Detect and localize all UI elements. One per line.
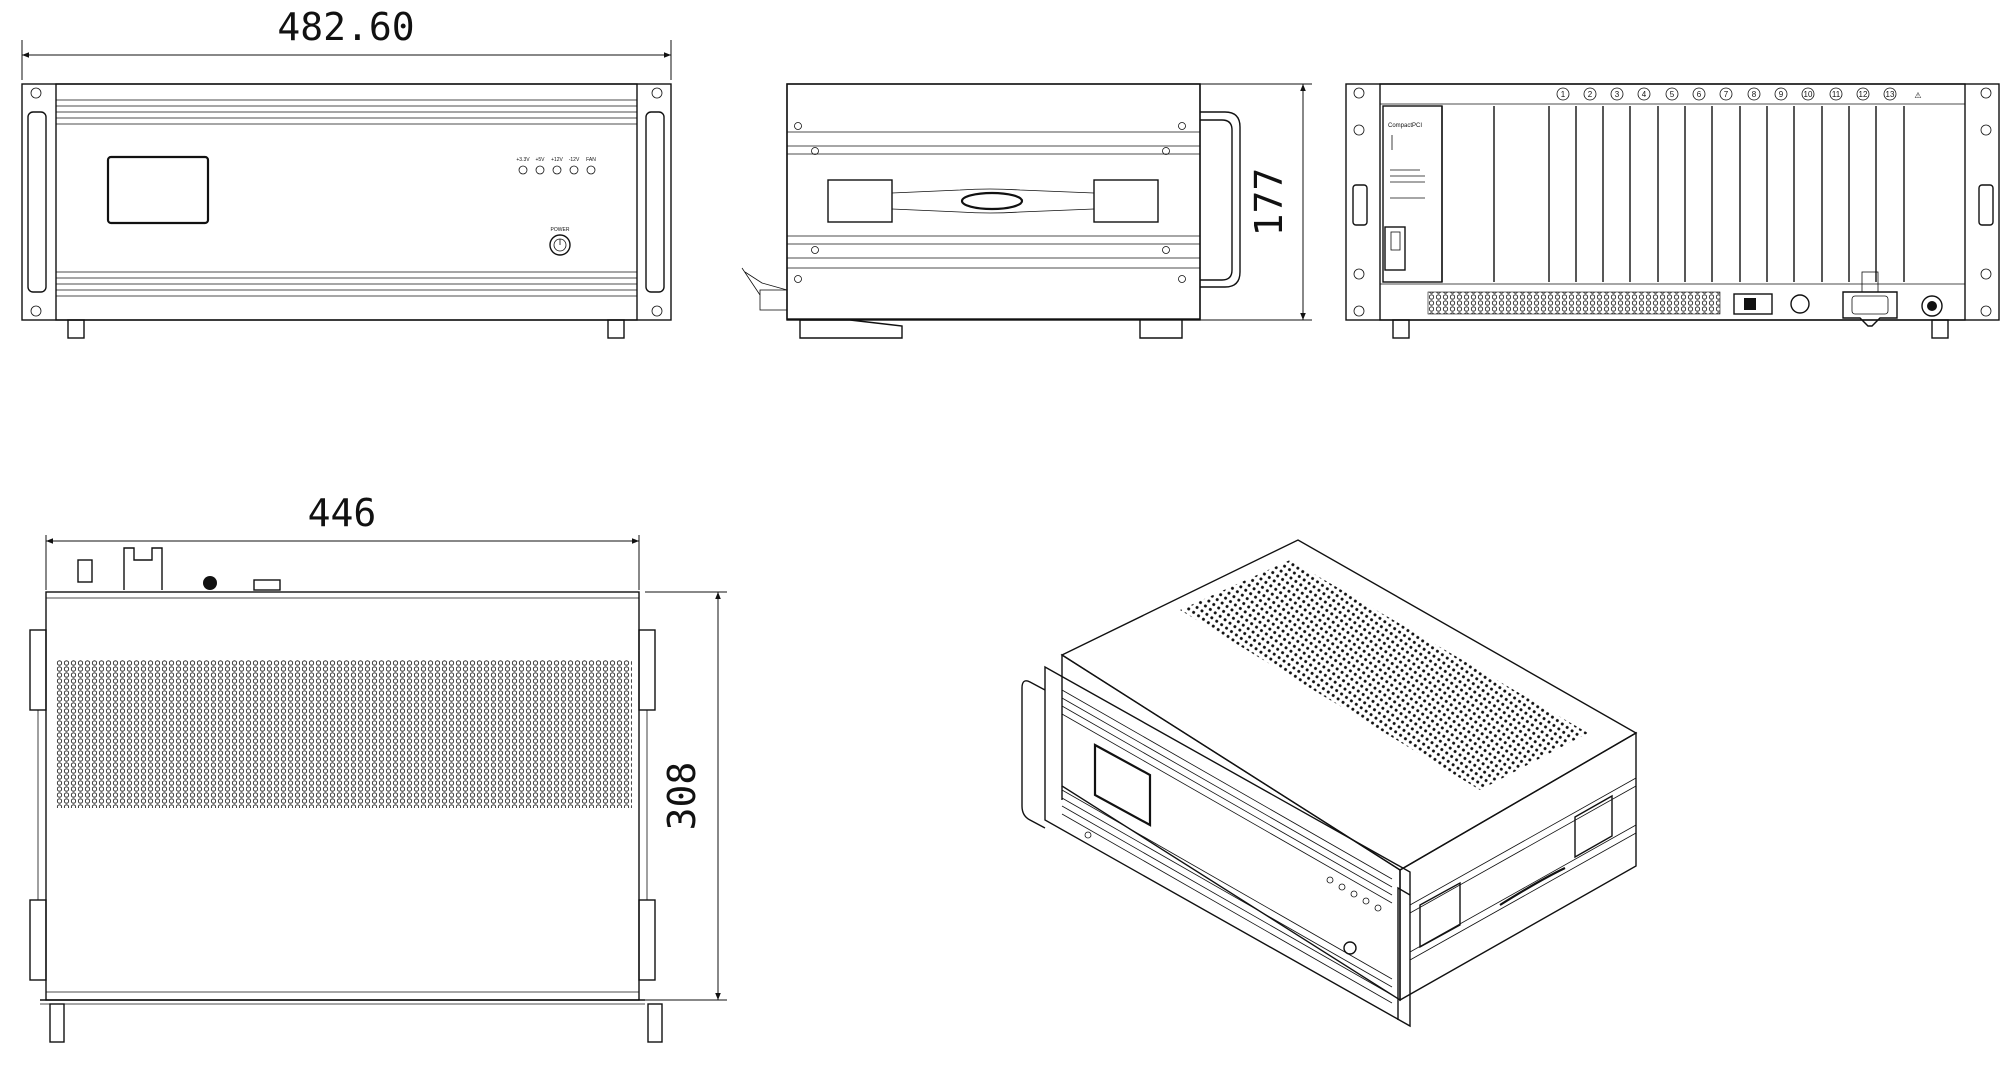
front-view: 482.60 +3.3V +5V +12V -12V FAN [21, 5, 672, 339]
slot-numbers: 1 2 3 4 5 6 7 8 9 10 11 12 13 [1556, 87, 1897, 101]
slot-number: 11 [1832, 90, 1841, 99]
top-view: 446 308 [29, 491, 727, 1043]
indicator-label-12v: +12V [551, 157, 563, 163]
ground-terminal-icon [1921, 295, 1943, 317]
warning-triangle-icon: ⚠ [1914, 91, 1921, 100]
indicator-leds: +3.3V +5V +12V -12V FAN [516, 157, 596, 175]
rear-brand-label: CompactPCI [1388, 123, 1422, 129]
side-view: 177 [741, 83, 1312, 339]
power-label: POWER [551, 227, 570, 233]
isometric-view [1021, 539, 1638, 1028]
iso-vent-grille [1180, 560, 1588, 790]
slot-number: 4 [1642, 90, 1647, 99]
indicator-label-3v3: +3.3V [516, 157, 530, 163]
slot-number: 1 [1561, 90, 1566, 99]
indicator-led [586, 165, 596, 175]
indicator-label-neg12v: -12V [569, 157, 580, 163]
slot-number: 13 [1886, 90, 1895, 99]
display-window [106, 155, 210, 225]
slot-number: 2 [1588, 90, 1593, 99]
slot-number: 6 [1697, 90, 1702, 99]
indicator-led [535, 165, 545, 175]
iec-inlet-icon [1842, 271, 1898, 327]
indicator-led [569, 165, 579, 175]
indicator-label-fan: FAN [586, 157, 596, 163]
slot-number: 7 [1724, 90, 1729, 99]
slot-number: 3 [1615, 90, 1620, 99]
front-width-label: 482.60 [277, 5, 414, 49]
top-width-dimension: 446 [45, 491, 640, 590]
side-height-dimension: 177 [1200, 83, 1312, 321]
indicator-led [552, 165, 562, 175]
slot-number: 8 [1752, 90, 1757, 99]
top-width-label: 446 [308, 491, 377, 535]
slot-number: 10 [1804, 90, 1813, 99]
top-vent-grille [56, 660, 632, 808]
front-width-dimension: 482.60 [21, 5, 672, 80]
slot-number: 5 [1670, 90, 1675, 99]
power-button-icon[interactable] [549, 234, 571, 256]
top-depth-dimension: 308 [645, 591, 727, 1001]
slot-number: 9 [1779, 90, 1784, 99]
top-depth-label: 308 [660, 762, 704, 831]
indicator-led [518, 165, 528, 175]
side-height-label: 177 [1247, 168, 1291, 237]
indicator-label-5v: +5V [535, 157, 545, 163]
rear-view: 1 2 3 4 5 6 7 8 9 10 11 12 13 ⚠ CompactP… [1345, 83, 2000, 339]
slot-number: 12 [1859, 90, 1868, 99]
card-slots [1441, 106, 1905, 282]
